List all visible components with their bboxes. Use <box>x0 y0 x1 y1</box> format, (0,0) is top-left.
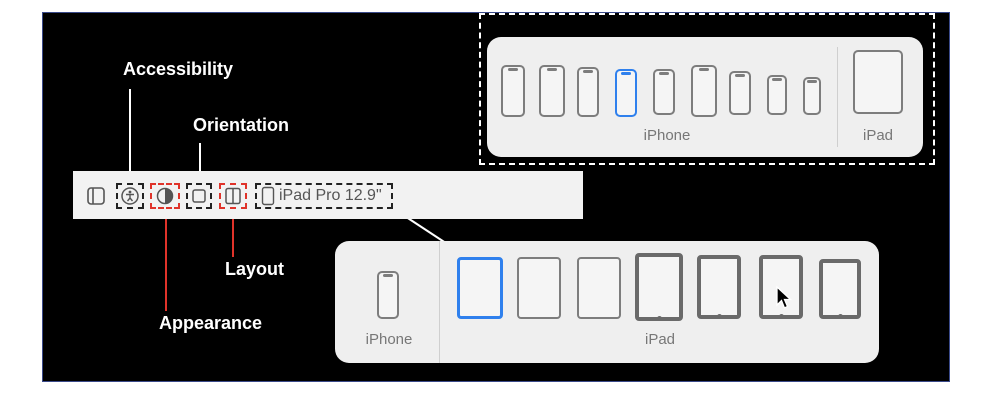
ipad-category-button[interactable] <box>853 50 903 114</box>
accessibility-annotation: Accessibility <box>123 59 234 79</box>
layout-annotation: Layout <box>225 259 285 279</box>
home-button <box>837 314 843 319</box>
notch <box>699 68 709 71</box>
device-menu-iphone-selected: iPad iPhone <box>487 37 923 157</box>
iphone-model-button-2[interactable] <box>539 65 565 117</box>
ipad-model-button-7[interactable] <box>819 259 861 319</box>
canvas: Accessibility Orientation Layout Appeara… <box>42 12 950 382</box>
sidebar-toggle-button[interactable] <box>85 183 107 209</box>
appearance-button[interactable] <box>150 183 180 209</box>
device-menu-highlight-frame <box>479 13 935 165</box>
ipad-model-button-6[interactable] <box>759 255 803 319</box>
home-button <box>656 316 662 321</box>
notch <box>659 72 669 75</box>
ipad-model-button-2[interactable] <box>517 257 561 319</box>
ipad-category-label: iPad <box>644 331 676 348</box>
appearance-annotation: Appearance <box>159 313 263 333</box>
orientation-button[interactable] <box>186 183 212 209</box>
device-divider <box>837 47 838 147</box>
iphone-model-button-1[interactable] <box>501 65 525 117</box>
orientation-icon <box>192 189 206 203</box>
notch <box>508 68 518 71</box>
iphone-model-button-9[interactable] <box>803 77 821 115</box>
accessibility-button[interactable] <box>116 183 144 209</box>
ipad-model-button-1[interactable] <box>457 257 503 319</box>
home-button <box>716 314 722 319</box>
device-name-label: iPad Pro 12.9" <box>279 187 382 204</box>
accessibility-icon <box>121 187 139 205</box>
iphone-model-button-7[interactable] <box>729 71 751 115</box>
notch <box>735 74 745 77</box>
layout-icon <box>225 187 241 205</box>
device-picker-button[interactable]: iPad Pro 12.9" <box>255 183 393 209</box>
iphone-model-button-3[interactable] <box>577 67 599 117</box>
notch <box>772 78 782 81</box>
preview-toolbar: iPad Pro 12.9" <box>73 171 583 219</box>
notch <box>621 72 631 75</box>
notch <box>547 68 557 71</box>
home-button <box>778 314 784 319</box>
appearance-icon <box>156 187 174 205</box>
iphone-category-label: iPhone <box>643 127 691 144</box>
device-divider <box>439 241 440 363</box>
sidebar-icon <box>87 187 105 205</box>
iphone-category-label: iPhone <box>365 331 413 348</box>
iphone-model-button-4[interactable] <box>615 69 637 117</box>
iphone-model-button-5[interactable] <box>653 69 675 115</box>
ipad-model-button-5[interactable] <box>697 255 741 319</box>
cursor-arrow-icon <box>776 285 793 309</box>
ipad-category-label: iPad <box>862 127 894 144</box>
ipad-model-button-3[interactable] <box>577 257 621 319</box>
notch <box>807 80 817 83</box>
orientation-annotation: Orientation <box>193 115 290 135</box>
device-menu-ipad-selected: iPhone iPad <box>335 241 879 363</box>
device-icon <box>261 186 275 206</box>
ipad-model-button-4[interactable] <box>635 253 683 321</box>
iphone-model-button-6[interactable] <box>691 65 717 117</box>
layout-button[interactable] <box>219 183 247 209</box>
iphone-category-button[interactable] <box>377 271 399 319</box>
iphone-model-button-8[interactable] <box>767 75 787 115</box>
notch <box>583 70 593 73</box>
